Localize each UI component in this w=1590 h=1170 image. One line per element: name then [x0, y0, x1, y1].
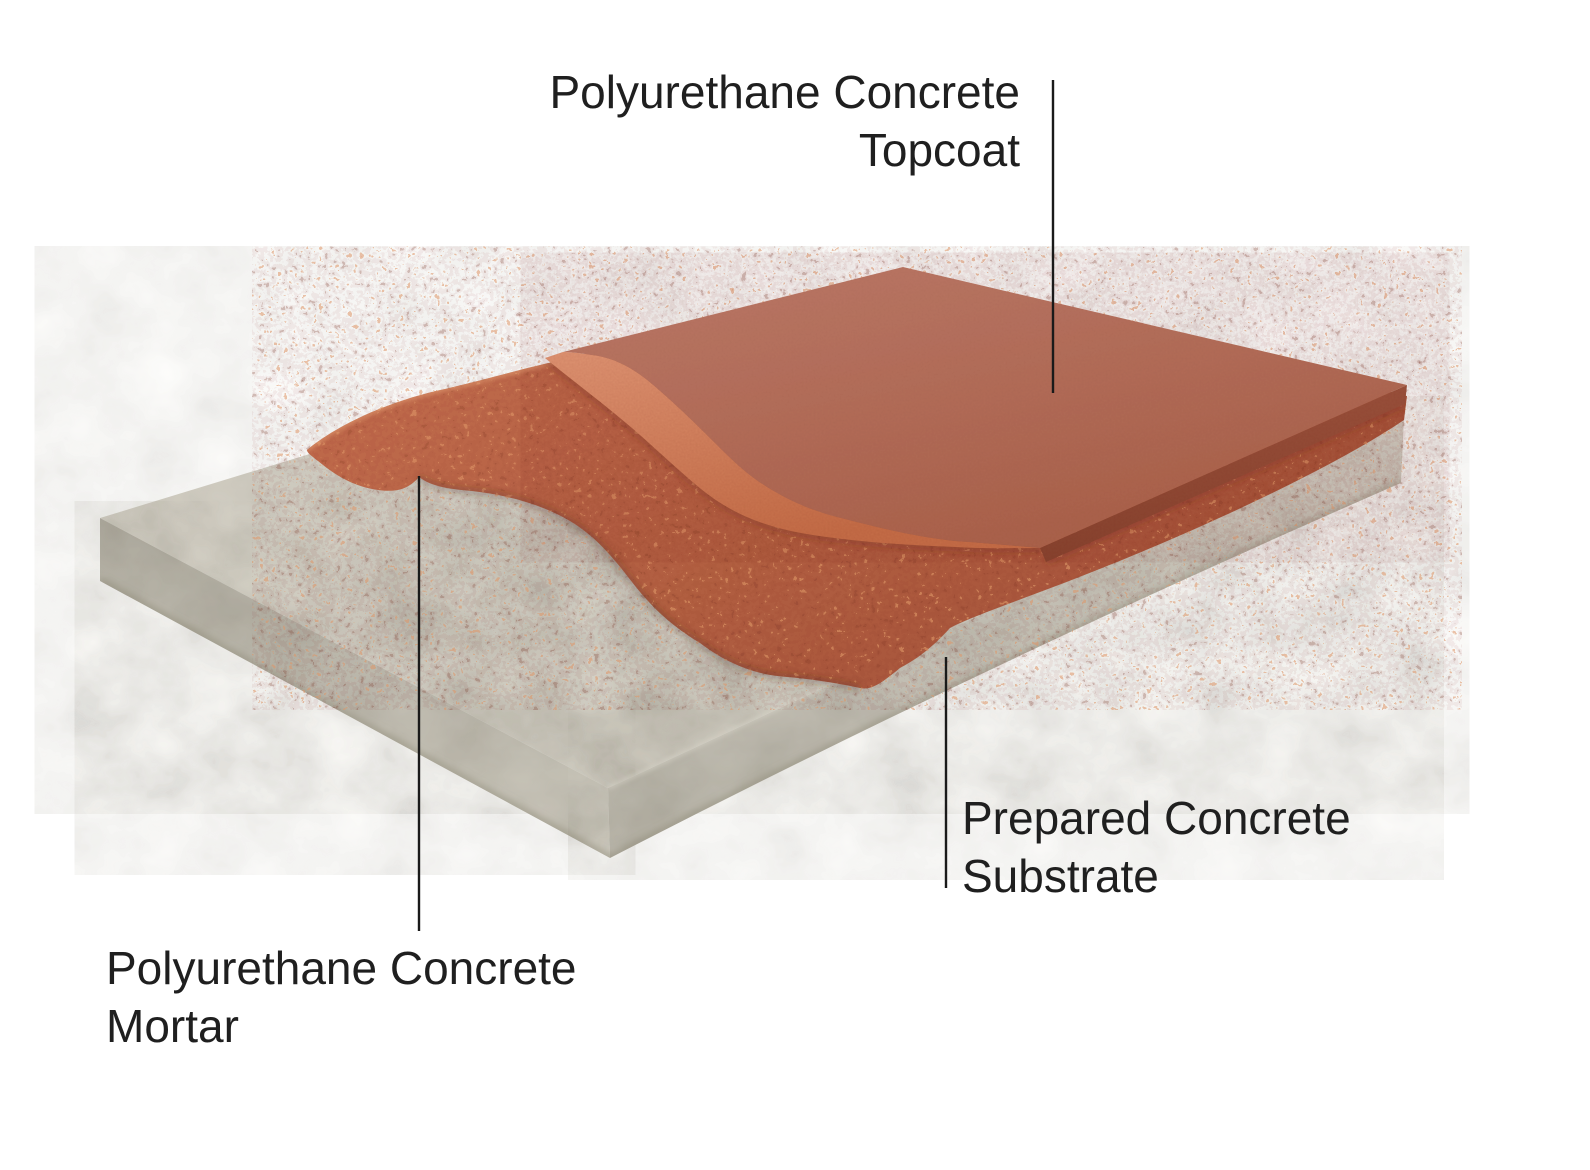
- topcoat-bevel-edge: [545, 352, 1040, 549]
- topcoat-layer: [545, 267, 1407, 562]
- label-topcoat: Polyurethane Concrete Topcoat: [549, 66, 1020, 176]
- label-substrate: Prepared Concrete Substrate: [962, 792, 1351, 902]
- substrate-ridge-highlight: [607, 664, 871, 790]
- label-mortar: Polyurethane Concrete Mortar: [106, 942, 577, 1052]
- topcoat-top-face: [563, 267, 1407, 548]
- mortar-hump-highlight: [307, 357, 563, 452]
- topcoat-side-face: [1040, 385, 1407, 562]
- substrate-left-face: [100, 518, 610, 858]
- mortar-boundary-shadow: [416, 474, 861, 692]
- substrate-front-face: [608, 418, 1404, 858]
